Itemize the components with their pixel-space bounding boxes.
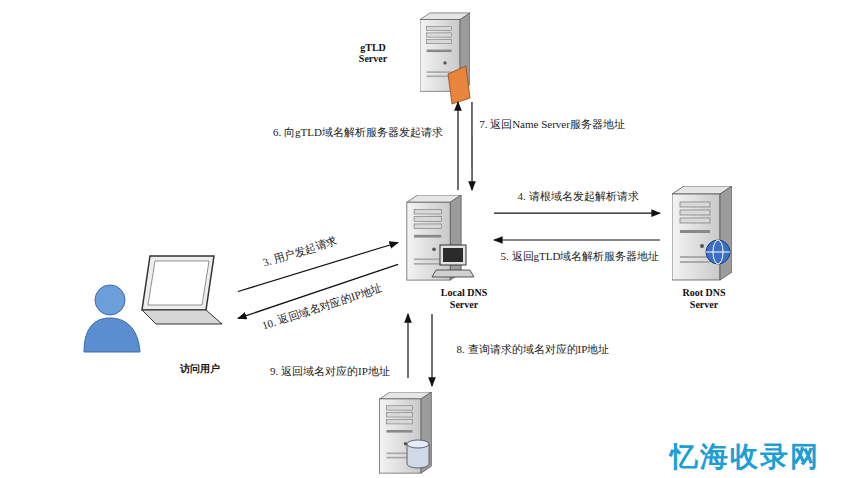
step-label: 4. 请根域名发起解析请求: [516, 190, 641, 203]
watermark: 忆海收录网: [668, 440, 822, 474]
step-label: 3. 用户发起请求: [259, 234, 340, 270]
step-label: 10. 返回域名对应的IP地址: [258, 281, 385, 333]
server-name: Root DNS Server: [674, 287, 734, 310]
step-label: 9. 返回域名对应的IP地址: [268, 365, 392, 378]
request-arrow: [494, 213, 660, 214]
root-dns-server: Root DNS Server: [660, 182, 748, 312]
request-arrow: [471, 102, 472, 190]
step-label: 5. 返回gTLD域名解析服务器地址: [499, 250, 662, 263]
user-client: 访问用户: [80, 248, 238, 376]
step-label: 7. 返回Name Server服务器地址: [477, 118, 627, 131]
local-dns-server: Local DNS Server: [398, 190, 494, 312]
request-arrow: [494, 239, 660, 240]
server-name: 访问用户: [180, 363, 220, 375]
step-label: 6. 向gTLD域名解析服务器发起请求: [271, 126, 445, 139]
request-arrow: [457, 102, 458, 190]
server-name: Local DNS Server: [434, 287, 494, 310]
gtld-server: gTLD Server: [345, 4, 477, 102]
step-label: 8. 查询请求的域名对应的IP地址: [455, 343, 612, 356]
server-name: gTLD Server: [349, 42, 397, 65]
